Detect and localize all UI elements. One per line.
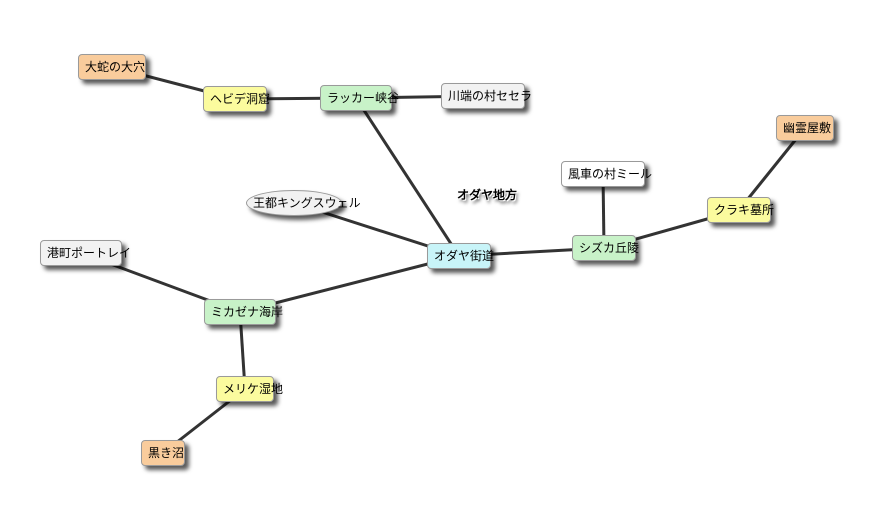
node-rakka-kyokoku[interactable]: ラッカー峡谷 (320, 85, 399, 111)
node-fusha-no-mura[interactable]: 風車の村ミール (561, 161, 652, 187)
edge-rakka-kyokoku-odaya-kaido (354, 97, 461, 257)
node-mikazena-kaigan[interactable]: ミカゼナ海岸 (204, 299, 283, 325)
node-odaya-kaido[interactable]: オダヤ街道 (427, 243, 494, 269)
node-minatomachi[interactable]: 港町ポートレイ (40, 240, 131, 266)
node-daija-no-ooana[interactable]: 大蛇の大穴 (78, 54, 146, 80)
node-hebide-doukutsu[interactable]: ヘビデ洞窟 (203, 86, 270, 112)
node-ouito[interactable]: 王都キングスウェル (246, 190, 361, 216)
node-yurei-yashiki[interactable]: 幽霊屋敷 (776, 115, 834, 141)
node-kawabata-no-mura[interactable]: 川端の村セセラ (441, 83, 532, 109)
node-kuroki-numa[interactable]: 黒き沼 (141, 440, 185, 466)
diagram-title: オダヤ地方 (456, 188, 517, 202)
edge-kuraki-bosho-yurei-yashiki (737, 127, 807, 211)
node-merike-shitchi[interactable]: メリケ湿地 (216, 376, 283, 402)
node-shizuka-kyuryo[interactable]: シズカ丘陵 (572, 235, 639, 261)
node-kuraki-bosho[interactable]: クラキ墓所 (707, 197, 774, 223)
edge-odaya-kaido-mikazena-kaigan (239, 254, 460, 314)
